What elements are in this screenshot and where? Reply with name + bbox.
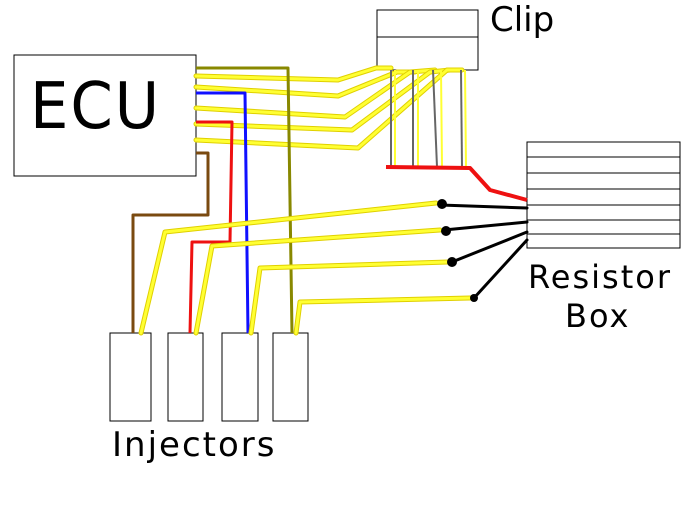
clip-drops <box>390 69 467 168</box>
resistor-box-label-line2: Box <box>565 297 631 335</box>
injector-resistor-wires <box>138 200 473 336</box>
resistor-lead-dots <box>437 199 478 302</box>
clip-box <box>376 9 479 71</box>
clip-label: Clip <box>490 0 555 40</box>
resistor-box-label-line1: Resistor <box>528 258 672 296</box>
red-common-wire <box>385 165 528 202</box>
ecu-box <box>13 54 197 177</box>
blue-wire <box>196 91 250 334</box>
brown-wire <box>131 151 210 333</box>
red-wire <box>188 120 234 334</box>
injectors-label: Injectors <box>112 425 277 465</box>
injector-3 <box>221 332 259 422</box>
resistor-box <box>526 141 681 249</box>
injector-4 <box>272 332 309 422</box>
olive-wire <box>196 66 294 334</box>
injector-1 <box>109 332 152 422</box>
ecu-label: ECU <box>30 70 162 144</box>
injector-2 <box>167 332 204 422</box>
resistor-leads <box>438 203 529 300</box>
ecu-clip-wires <box>193 65 465 151</box>
